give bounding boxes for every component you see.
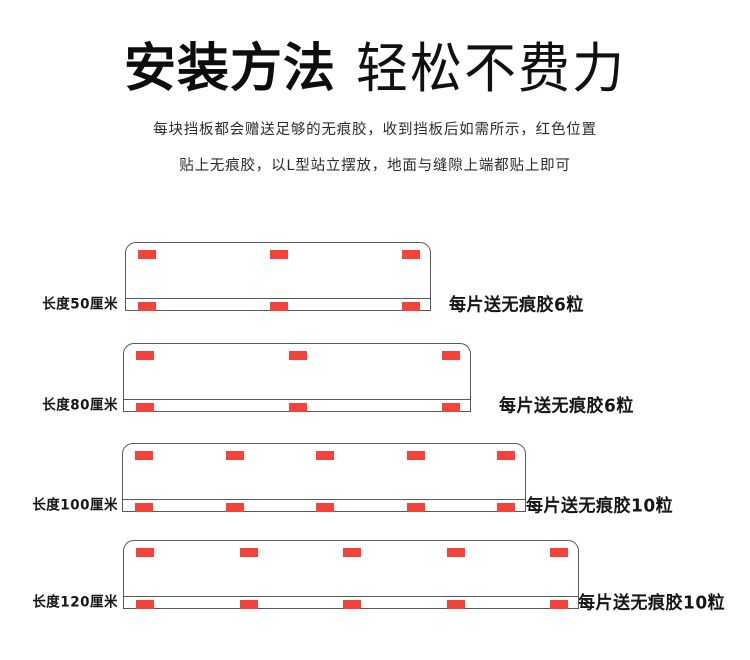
adhesive-mark-bottom — [225, 502, 244, 512]
board-size-label: 长度120厘米 — [32, 593, 118, 611]
adhesive-mark-top — [270, 250, 288, 259]
adhesive-mark-bottom — [136, 402, 154, 412]
page-title: 安装方法轻松不费力 — [0, 26, 750, 101]
adhesive-mark-top — [135, 451, 153, 460]
board-shape — [121, 443, 527, 512]
adhesive-mark-top — [289, 351, 307, 360]
adhesive-mark-top — [138, 250, 156, 259]
adhesive-mark-bottom — [138, 301, 156, 311]
board-size-label: 长度100厘米 — [32, 496, 118, 514]
adhesive-quantity-label: 每片送无痕胶6粒 — [499, 395, 634, 417]
adhesive-mark-top — [343, 548, 361, 557]
instruction-text: 每块挡板都会赠送足够的无痕胶，收到挡板后如需所示，红色位置 贴上无痕胶，以L型站… — [0, 112, 750, 184]
adhesive-mark-top — [225, 451, 244, 460]
board-base-strip — [124, 298, 432, 311]
adhesive-mark-bottom — [406, 502, 425, 512]
adhesive-mark-bottom — [270, 301, 288, 311]
adhesive-mark-bottom — [402, 301, 420, 311]
adhesive-quantity-label: 每片送无痕胶6粒 — [449, 294, 584, 316]
board-shape — [124, 242, 432, 311]
adhesive-mark-top — [402, 250, 420, 259]
adhesive-mark-top — [239, 548, 258, 557]
adhesive-quantity-label: 每片送无痕胶10粒 — [526, 495, 674, 517]
board-size-label: 长度80厘米 — [42, 396, 118, 414]
adhesive-mark-bottom — [343, 599, 361, 609]
board-size-label: 长度50厘米 — [42, 295, 118, 313]
board-shape — [122, 343, 472, 412]
adhesive-mark-top — [136, 351, 154, 360]
adhesive-mark-bottom — [316, 502, 334, 512]
instruction-line-2: 贴上无痕胶，以L型站立摆放，地面与缝隙上端都贴上即可 — [179, 158, 571, 174]
adhesive-quantity-label: 每片送无痕胶10粒 — [578, 592, 726, 614]
board-shape — [122, 540, 580, 609]
adhesive-mark-bottom — [497, 502, 515, 512]
adhesive-mark-top — [406, 451, 425, 460]
adhesive-mark-bottom — [136, 599, 154, 609]
board-base-strip — [122, 399, 472, 412]
adhesive-mark-bottom — [135, 502, 153, 512]
adhesive-mark-bottom — [289, 402, 307, 412]
adhesive-mark-top — [316, 451, 334, 460]
adhesive-mark-bottom — [442, 402, 460, 412]
adhesive-mark-bottom — [550, 599, 568, 609]
instruction-line-1: 每块挡板都会赠送足够的无痕胶，收到挡板后如需所示，红色位置 — [153, 122, 597, 138]
adhesive-mark-top — [550, 548, 568, 557]
adhesive-mark-bottom — [239, 599, 258, 609]
adhesive-mark-top — [442, 351, 460, 360]
page-title-secondary: 轻松不费力 — [356, 38, 627, 101]
adhesive-mark-top — [497, 451, 515, 460]
adhesive-mark-top — [446, 548, 465, 557]
board-base-strip — [122, 596, 580, 609]
adhesive-mark-bottom — [446, 599, 465, 609]
adhesive-mark-top — [136, 548, 154, 557]
board-base-strip — [121, 499, 527, 512]
page-title-primary: 安装方法 — [123, 39, 336, 99]
